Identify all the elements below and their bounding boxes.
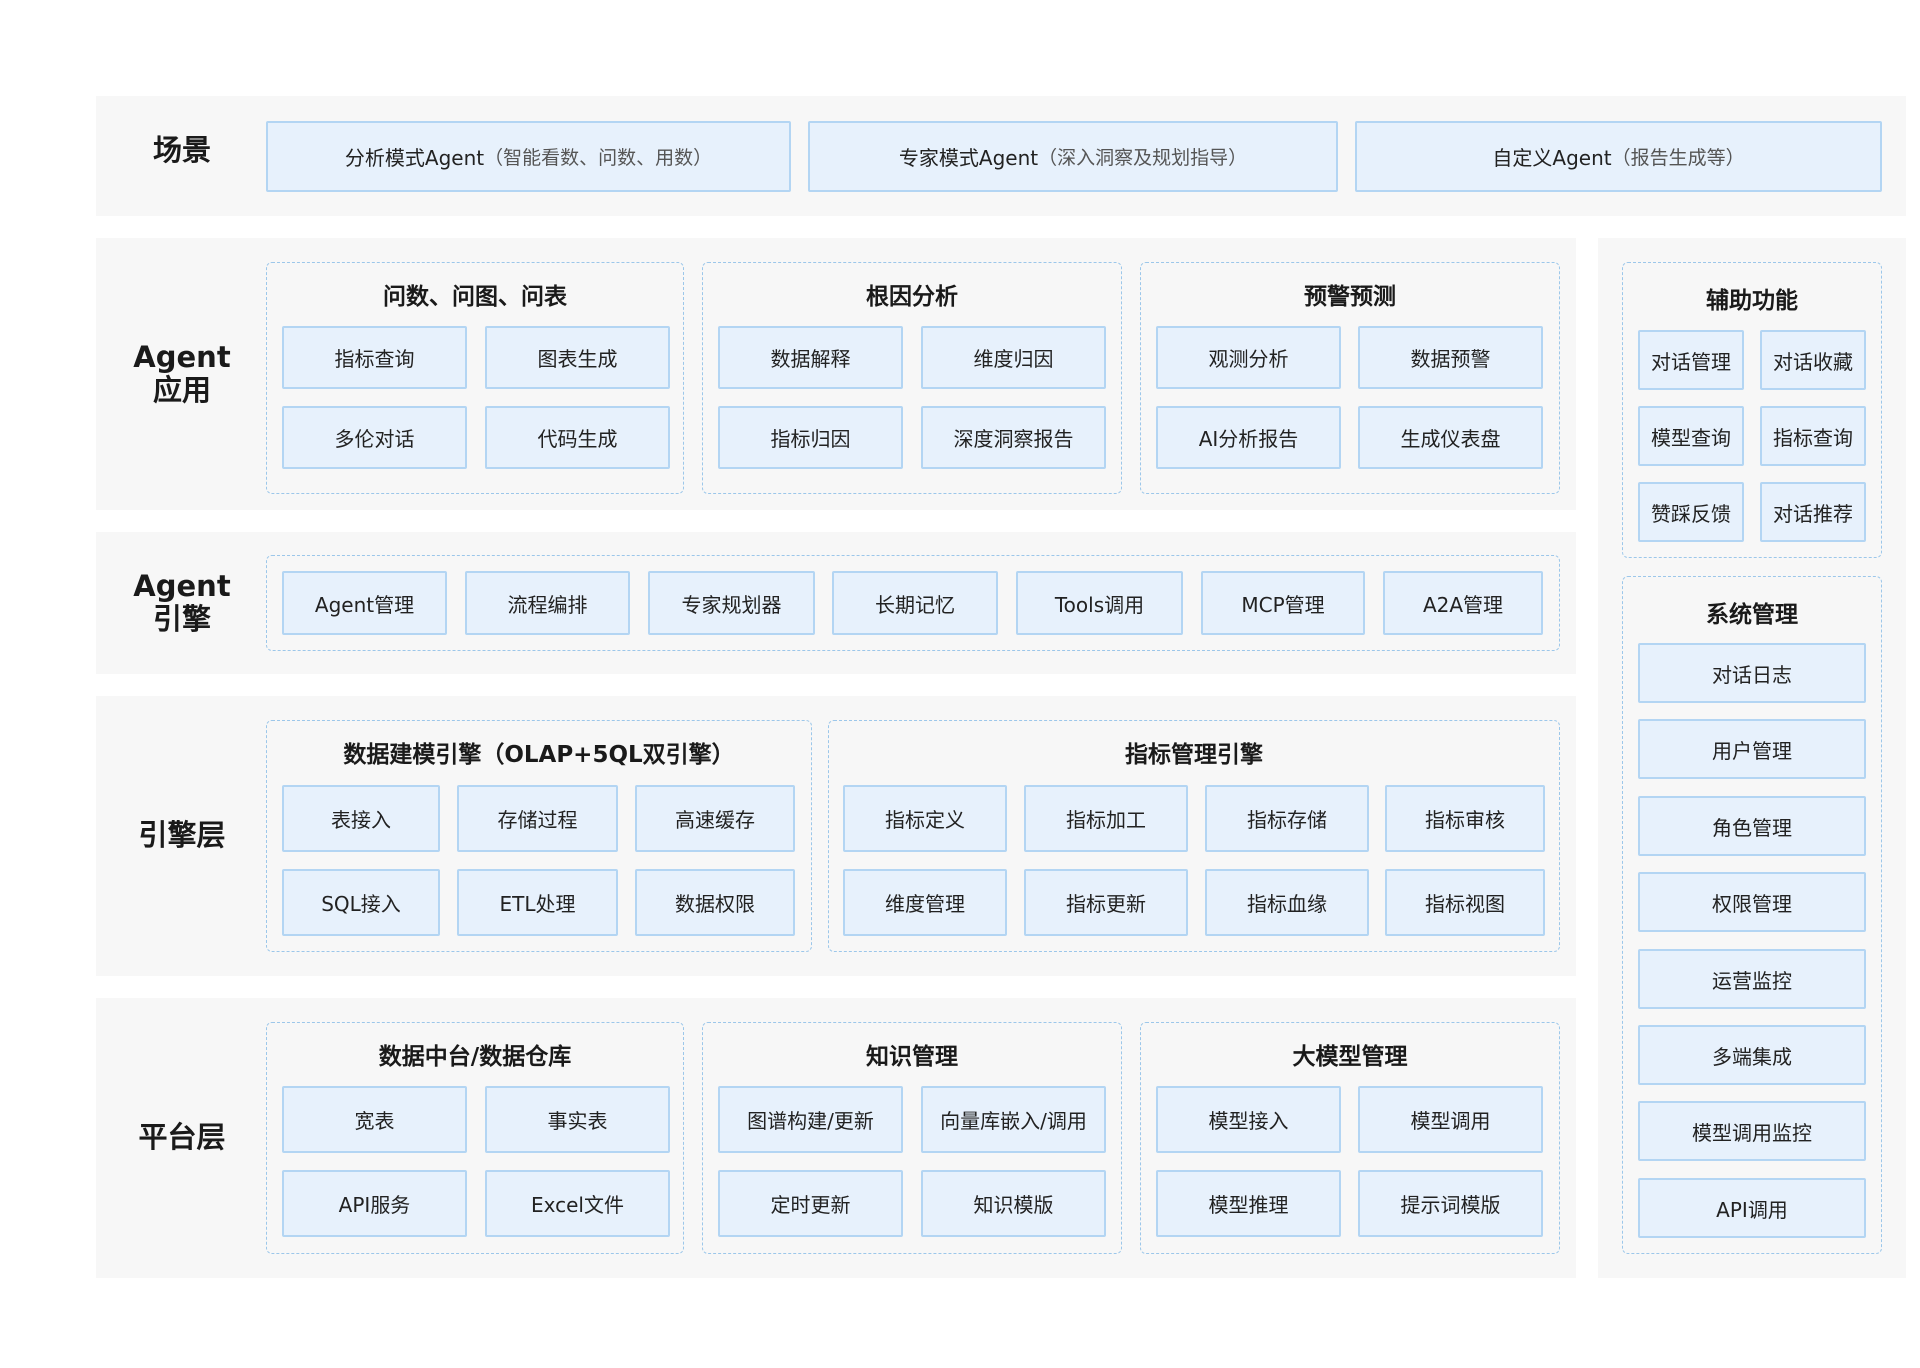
item-tools-call: Tools调用 <box>1016 571 1183 635</box>
item-fact-table: 事实表 <box>485 1086 670 1153</box>
item-dialog-recommend: 对话推荐 <box>1760 482 1866 542</box>
scene-item-name: 分析模式Agent <box>344 146 485 170</box>
group-title: 大模型管理 <box>1292 1044 1408 1070</box>
item-metric-query: 指标查询 <box>282 326 467 389</box>
item-prompt-template: 提示词模版 <box>1358 1170 1543 1237</box>
scene-item-detail: （深入洞察及规划指导） <box>1038 147 1248 169</box>
agent-engine-label-line1: Agent <box>133 568 231 603</box>
scene-item-custom: 自定义Agent（报告生成等） <box>1355 121 1882 192</box>
group-title: 指标管理引擎 <box>1125 742 1263 768</box>
item-metric-attr: 指标归因 <box>718 406 903 469</box>
item-expert-planner: 专家规划器 <box>648 571 815 635</box>
item-etl: ETL处理 <box>457 869 618 936</box>
group-data-model-engine: 数据建模引擎（OLAP+5QL双引擎） <box>266 720 812 952</box>
group-title: 系统管理 <box>1706 602 1798 628</box>
agent-engine-label: Agent 引擎 <box>96 532 268 674</box>
item-feedback: 赞踩反馈 <box>1638 482 1744 542</box>
group-title: 知识管理 <box>866 1044 958 1070</box>
group-root-cause: 根因分析 <box>702 262 1122 494</box>
item-model-inference: 模型推理 <box>1156 1170 1341 1237</box>
item-sql-access: SQL接入 <box>282 869 440 936</box>
item-vector-db: 向量库嵌入/调用 <box>921 1086 1106 1153</box>
item-model-query: 模型查询 <box>1638 406 1744 466</box>
group-title: 数据建模引擎（OLAP+5QL双引擎） <box>343 742 735 768</box>
item-scheduled-update: 定时更新 <box>718 1170 903 1237</box>
group-title: 数据中台/数据仓库 <box>378 1044 572 1070</box>
group-data-warehouse: 数据中台/数据仓库 <box>266 1022 684 1254</box>
item-metric-lineage: 指标血缘 <box>1205 869 1369 936</box>
item-multi-client: 多端集成 <box>1638 1025 1866 1085</box>
item-mcp-mgmt: MCP管理 <box>1201 571 1365 635</box>
agent-app-label-line1: Agent <box>133 339 231 374</box>
item-multi-dialog: 多伦对话 <box>282 406 467 469</box>
item-model-call-monitor: 模型调用监控 <box>1638 1101 1866 1161</box>
scene-item-expert: 专家模式Agent（深入洞察及规划指导） <box>808 121 1338 192</box>
scene-item-analysis: 分析模式Agent（智能看数、问数、用数） <box>266 121 791 192</box>
item-metric-update: 指标更新 <box>1024 869 1188 936</box>
item-dialog-mgmt: 对话管理 <box>1638 330 1744 390</box>
item-dimension-mgmt: 维度管理 <box>843 869 1007 936</box>
item-metric-view: 指标视图 <box>1385 869 1545 936</box>
item-api-service: API服务 <box>282 1170 467 1237</box>
item-model-access: 模型接入 <box>1156 1086 1341 1153</box>
item-table-access: 表接入 <box>282 785 440 852</box>
item-graph-build: 图谱构建/更新 <box>718 1086 903 1153</box>
engine-layer-label: 引擎层 <box>138 818 226 853</box>
item-excel-file: Excel文件 <box>485 1170 670 1237</box>
item-agent-mgmt: Agent管理 <box>282 571 447 635</box>
item-dialog-log: 对话日志 <box>1638 643 1866 703</box>
group-title: 辅助功能 <box>1706 288 1798 314</box>
item-metric-review: 指标审核 <box>1385 785 1545 852</box>
scene-item-name: 自定义Agent <box>1492 146 1612 170</box>
item-chart-gen: 图表生成 <box>485 326 670 389</box>
item-observe: 观测分析 <box>1156 326 1341 389</box>
item-model-call: 模型调用 <box>1358 1086 1543 1153</box>
group-title: 预警预测 <box>1304 284 1396 310</box>
item-wide-table: 宽表 <box>282 1086 467 1153</box>
item-cache: 高速缓存 <box>635 785 795 852</box>
item-role-mgmt: 角色管理 <box>1638 796 1866 856</box>
group-ask: 问数、问图、问表 <box>266 262 684 494</box>
item-code-gen: 代码生成 <box>485 406 670 469</box>
group-title: 根因分析 <box>866 284 958 310</box>
group-llm-mgmt: 大模型管理 <box>1140 1022 1560 1254</box>
item-user-mgmt: 用户管理 <box>1638 719 1866 779</box>
item-ops-monitor: 运营监控 <box>1638 949 1866 1009</box>
item-permission-mgmt: 权限管理 <box>1638 872 1866 932</box>
item-metric-store: 指标存储 <box>1205 785 1369 852</box>
group-sysmgmt: 系统管理 <box>1622 576 1882 1254</box>
item-data-alert: 数据预警 <box>1358 326 1543 389</box>
group-forecast: 预警预测 <box>1140 262 1560 494</box>
item-aux-metric-query: 指标查询 <box>1760 406 1866 466</box>
scene-label: 场景 <box>152 133 211 168</box>
agent-app-label-line2: 应用 <box>152 373 211 407</box>
item-long-memory: 长期记忆 <box>832 571 998 635</box>
item-data-permission: 数据权限 <box>635 869 795 936</box>
item-metric-process: 指标加工 <box>1024 785 1188 852</box>
item-data-explain: 数据解释 <box>718 326 903 389</box>
scene-item-detail: （报告生成等） <box>1611 147 1745 169</box>
item-metric-define: 指标定义 <box>843 785 1007 852</box>
item-knowledge-template: 知识模版 <box>921 1170 1106 1237</box>
item-flow-orch: 流程编排 <box>465 571 630 635</box>
item-dimension-attr: 维度归因 <box>921 326 1106 389</box>
platform-layer-label: 平台层 <box>138 1120 226 1155</box>
scene-item-detail: （智能看数、问数、用数） <box>484 147 713 169</box>
group-agent-engine <box>266 555 1560 651</box>
item-api-call: API调用 <box>1638 1178 1866 1238</box>
group-title: 问数、问图、问表 <box>383 284 567 310</box>
scene-item-name: 专家模式Agent <box>898 146 1039 170</box>
group-aux: 辅助功能 <box>1622 262 1882 558</box>
item-a2a-mgmt: A2A管理 <box>1383 571 1543 635</box>
item-dialog-favorite: 对话收藏 <box>1760 330 1866 390</box>
item-stored-proc: 存储过程 <box>457 785 618 852</box>
agent-app-label: Agent 应用 <box>96 238 268 510</box>
item-deep-insight: 深度洞察报告 <box>921 406 1106 469</box>
group-metric-engine: 指标管理引擎 <box>828 720 1560 952</box>
item-dashboard-gen: 生成仪表盘 <box>1358 406 1543 469</box>
item-ai-report: AI分析报告 <box>1156 406 1341 469</box>
agent-engine-label-line2: 引擎 <box>152 602 211 636</box>
group-knowledge: 知识管理 <box>702 1022 1122 1254</box>
